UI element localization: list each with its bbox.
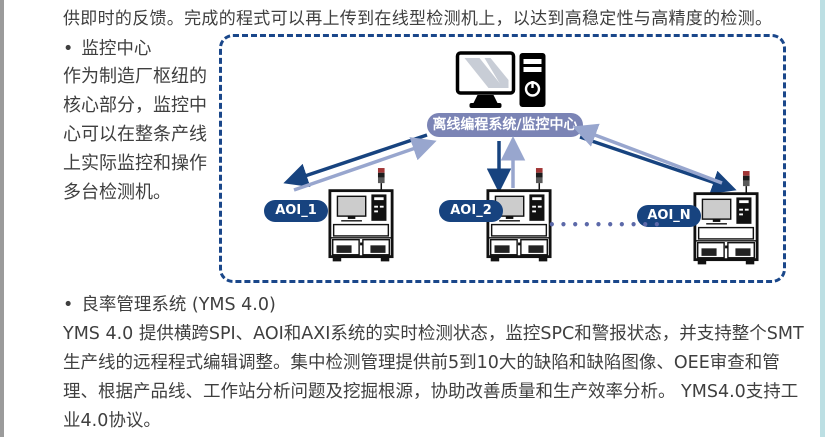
paragraph-line: 业4.0协议。 (63, 411, 161, 431)
bullet-icon: • (63, 39, 74, 59)
paragraph-line: 上实际监控和操作 (63, 153, 207, 174)
paragraph-line: 生产线的远程程式编辑调整。集中检测管理提供前5到10大的缺陷和缺陷图像、OEE审… (63, 353, 780, 373)
monitoring-center-heading-label: 监控中心 (81, 39, 152, 59)
aoi-1-label: AOI_1 (264, 200, 328, 222)
bullet-icon: • (63, 295, 74, 315)
aoi-n-label: AOI_N (637, 205, 701, 227)
offline-programming-center-label: 离线编程系统/监控中心 (427, 113, 583, 137)
yms-paragraph: YMS 4.0 提供横跨SPI、AOI和AXI系统的实时检测状态，监控SPC和警… (63, 320, 804, 436)
paragraph-line: YMS 4.0 提供横跨SPI、AOI和AXI系统的实时检测状态，监控SPC和警… (63, 324, 804, 344)
aoi-machine-1-icon (328, 168, 394, 268)
aoi-2-label: AOI_2 (439, 200, 503, 222)
aoi-machine-n-icon (693, 171, 759, 271)
paragraph-line: 多台检测机。 (63, 182, 171, 203)
paragraph-line: 核心部分，监控中 (63, 95, 207, 116)
yms-heading: • 良率管理系统 (YMS 4.0) (63, 294, 276, 316)
monitoring-center-heading: • 监控中心 (63, 38, 151, 60)
page-left-border (0, 0, 4, 437)
paragraph-line: 理、根据产品线、工作站分析问题及挖掘根源，协助改善质量和生产效率分析。 YMS4… (63, 382, 799, 402)
monitoring-center-paragraph: 作为制造厂枢纽的 核心部分，监控中 心可以在整条产线 上实际监控和操作 多台检测… (63, 62, 223, 207)
intro-text: 供即时的反馈。完成的程式可以再上传到在线型检测机上，以达到高稳定性与高精度的检测… (63, 9, 773, 29)
paragraph-line: 心可以在整条产线 (63, 124, 207, 145)
page-right-border (820, 0, 825, 437)
connection-arrows (283, 123, 737, 194)
continuation-dots: •••••••••• (548, 218, 665, 232)
paragraph-line: 作为制造厂枢纽的 (63, 66, 207, 87)
network-diagram: 离线编程系统/监控中心 AOI_1 AOI_2 AOI_N •••••••••• (219, 34, 786, 283)
yms-heading-label: 良率管理系统 (YMS 4.0) (81, 295, 276, 315)
